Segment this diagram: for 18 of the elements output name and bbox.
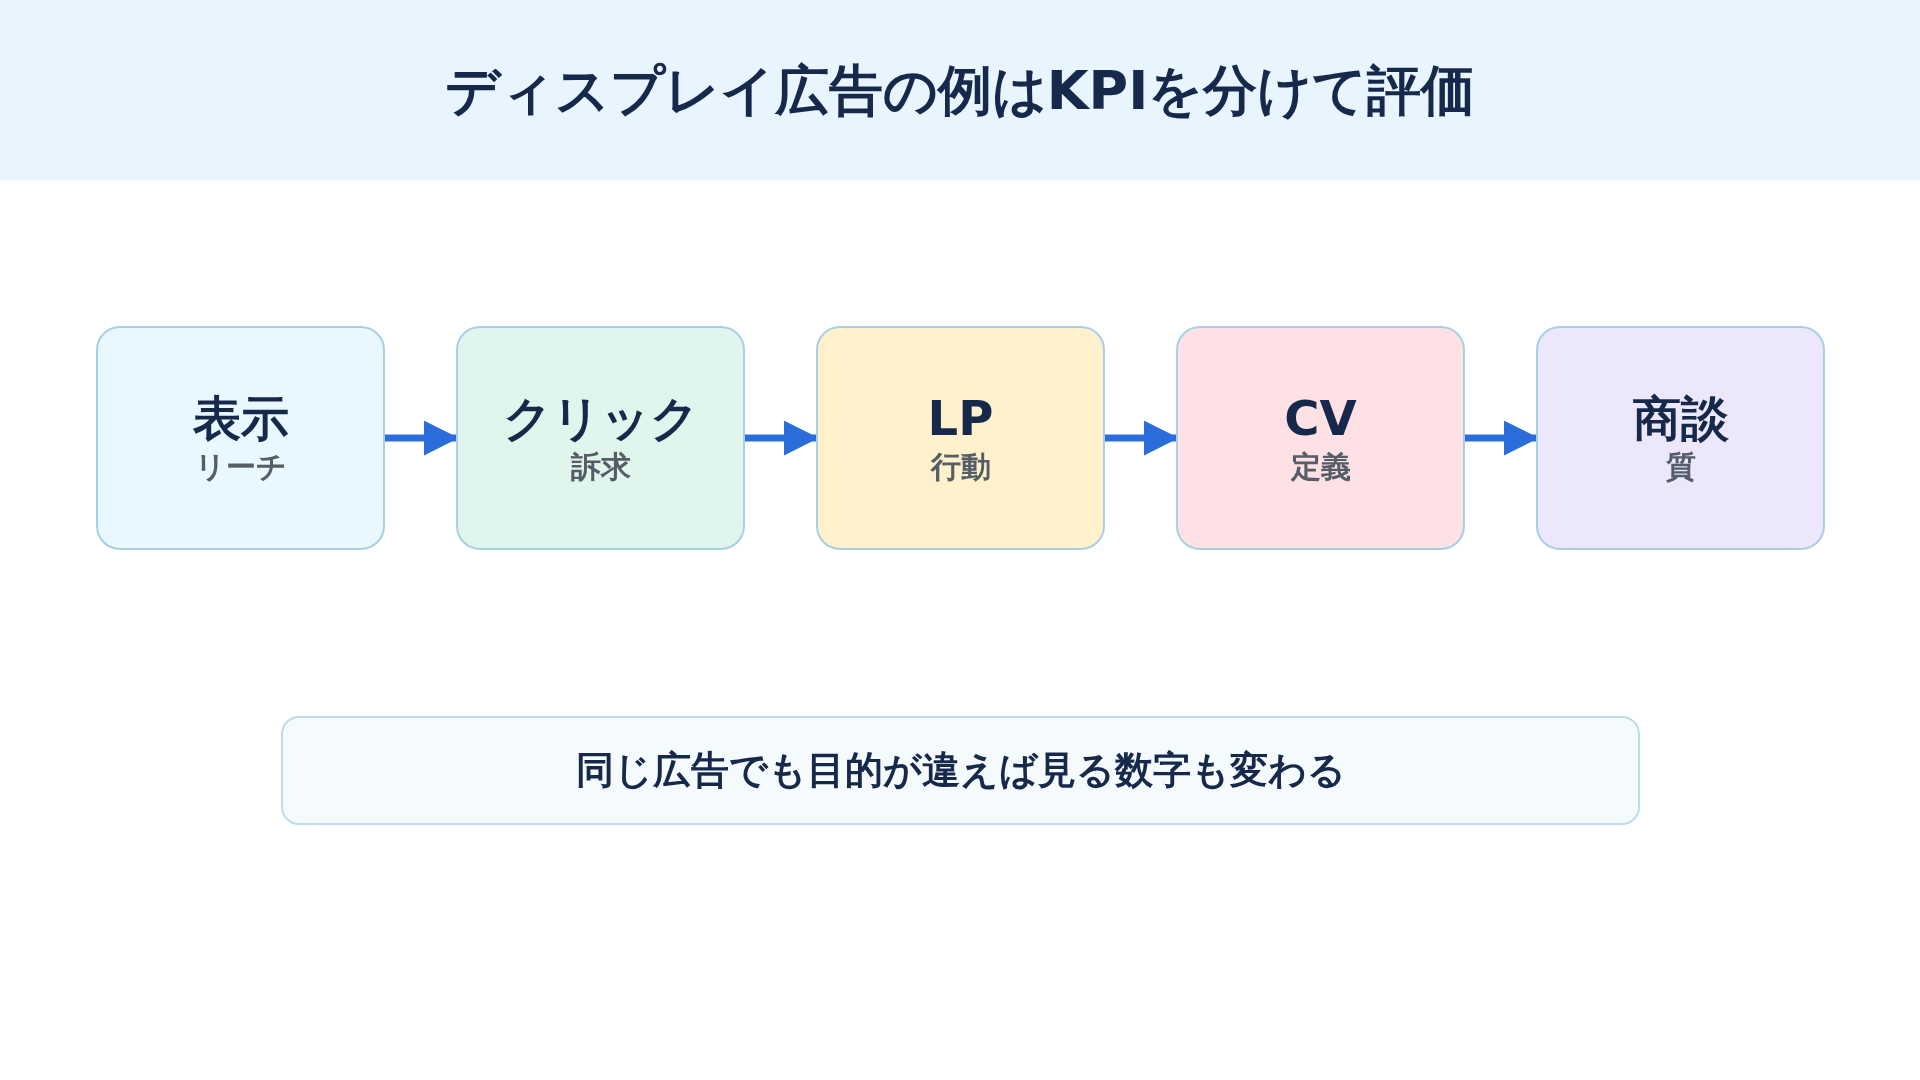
stage-label: 商談 [1632, 389, 1729, 447]
title: ディスプレイ広告の例はKPIを分けて評価 [443, 58, 1477, 124]
stage-box [816, 326, 1105, 550]
stage-label: クリック [502, 389, 699, 447]
stage-box [1536, 326, 1825, 550]
stage-sublabel: 行動 [930, 448, 991, 486]
stage-sublabel: リーチ [194, 448, 287, 486]
stage-sublabel: 訴求 [570, 448, 631, 486]
stage-box [456, 326, 745, 550]
note-text: 同じ広告でも目的が違えば見る数字も変わる [575, 747, 1346, 794]
stage-sublabel: 定義 [1290, 448, 1351, 486]
stage-box [96, 326, 385, 550]
stage-sublabel: 質 [1665, 448, 1696, 486]
stage-box [1176, 326, 1465, 550]
note-box [281, 716, 1640, 825]
stage-label: LP [927, 389, 994, 447]
stage-label: CV [1284, 389, 1357, 447]
stage-label: 表示 [192, 389, 289, 447]
